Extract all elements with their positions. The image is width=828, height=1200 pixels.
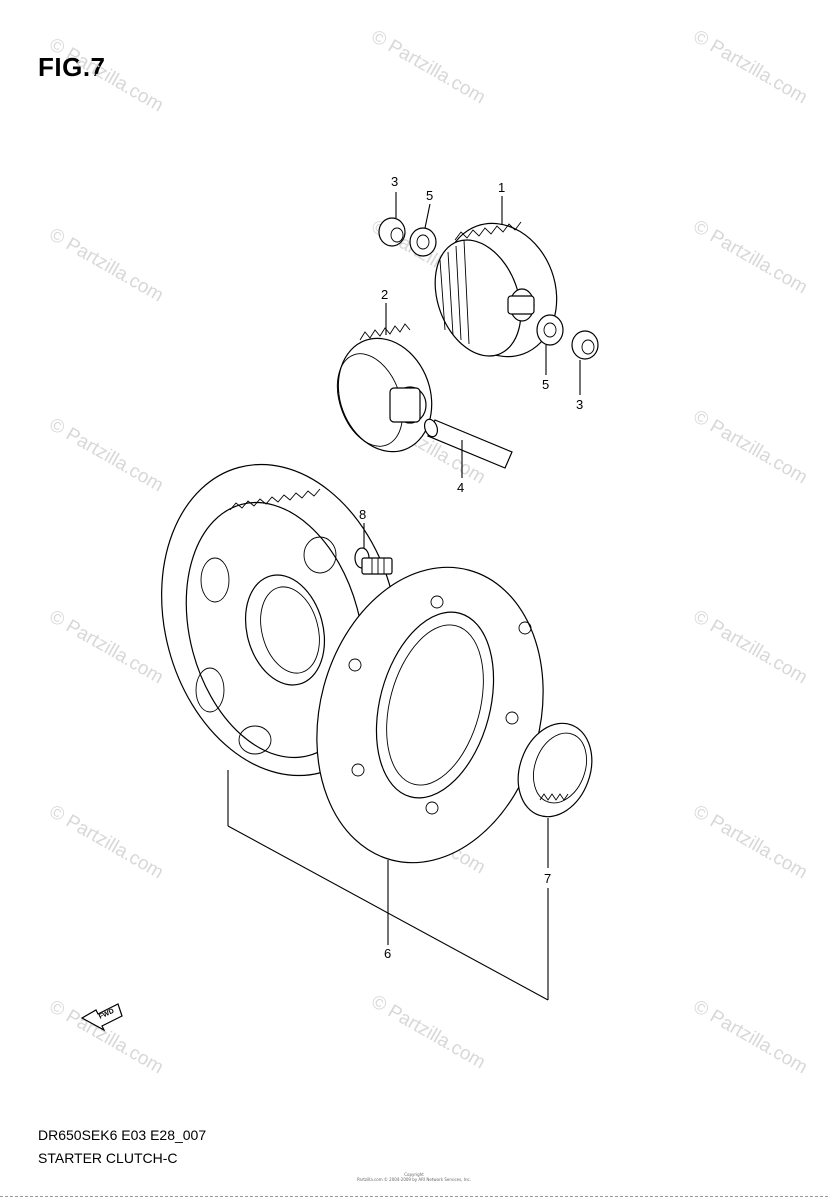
model-code: DR650SEK6 E03 E28_007 — [38, 1127, 207, 1143]
part-4-shaft — [423, 418, 513, 469]
part-1-idle-gear — [434, 221, 558, 358]
copyright-notice: Copyright Partzilla.com © 2004-2009 by A… — [357, 1172, 471, 1182]
watermark: © Partzilla.com — [690, 801, 811, 883]
watermark: © Partzilla.com — [46, 34, 167, 116]
watermark-layer: © Partzilla.com © Partzilla.com © Partzi… — [46, 26, 811, 1078]
part-3-bushing-top — [378, 217, 406, 247]
part-5-washer-top — [409, 227, 437, 257]
watermark: © Partzilla.com — [46, 224, 167, 306]
leader-lines — [227, 192, 581, 1001]
watermark: © Partzilla.com — [690, 26, 811, 108]
callout-labels: 3 5 1 2 5 3 4 8 7 6 — [359, 174, 583, 961]
callout-7: 7 — [544, 871, 551, 886]
part-7-bearing — [517, 722, 593, 818]
callout-6: 6 — [384, 946, 391, 961]
figure-title: FIG.7 — [38, 52, 106, 82]
bottom-dotted-divider — [0, 1196, 828, 1197]
watermark: © Partzilla.com — [690, 996, 811, 1078]
part-5-washer-bottom — [536, 314, 564, 346]
part-2-driven-gear — [336, 323, 433, 453]
part-8-bolt — [354, 547, 393, 575]
watermark: © Partzilla.com — [368, 26, 489, 108]
callout-5-top: 5 — [426, 188, 433, 203]
section-name: STARTER CLUTCH-C — [38, 1150, 178, 1166]
watermark: © Partzilla.com — [46, 801, 167, 883]
callout-2: 2 — [381, 287, 388, 302]
callout-3-bottom: 3 — [576, 397, 583, 412]
watermark: © Partzilla.com — [368, 991, 489, 1073]
callout-3-top: 3 — [391, 174, 398, 189]
watermark: © Partzilla.com — [46, 996, 167, 1078]
watermark: © Partzilla.com — [690, 216, 811, 298]
callout-5-bottom: 5 — [542, 377, 549, 392]
watermark: © Partzilla.com — [46, 414, 167, 496]
watermark: © Partzilla.com — [46, 606, 167, 688]
part-3-bushing-bottom — [571, 330, 599, 360]
watermark: © Partzilla.com — [690, 406, 811, 488]
callout-8: 8 — [359, 507, 366, 522]
part-6-one-way-clutch — [316, 566, 544, 864]
callout-4: 4 — [457, 480, 464, 495]
watermark: © Partzilla.com — [690, 606, 811, 688]
callout-1: 1 — [498, 180, 505, 195]
